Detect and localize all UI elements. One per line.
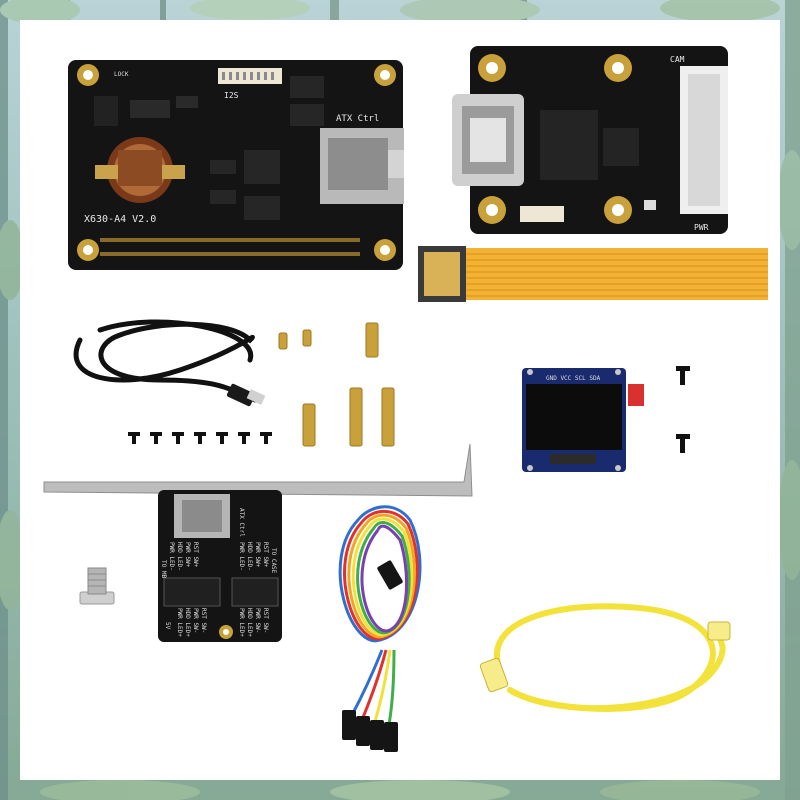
usb-connector <box>226 383 266 407</box>
pcie-col1-d: RST SW+ <box>192 542 199 568</box>
pcie-col2-d: RST SW- <box>200 608 207 633</box>
gpio-header-pins <box>100 238 360 256</box>
pwr-label: PWR <box>694 223 709 232</box>
lock-label: LOCK <box>114 71 129 78</box>
pcie-col2-b: HDD LED+ <box>184 608 191 637</box>
pcie-col4-a: PWR LED+ <box>238 608 245 637</box>
pcie-col1-c: PWR SW+ <box>184 542 191 568</box>
brass-standoffs <box>278 322 395 447</box>
thumb-screw <box>79 567 115 605</box>
board-model-label: X630-A4 V2.0 <box>84 214 156 225</box>
pcie-col4-c: PWR SW- <box>254 608 261 633</box>
atx-ctrl-label: ATX Ctrl <box>336 114 379 124</box>
cam-label: CAM <box>670 55 685 64</box>
pcie-col4-d: RST SW- <box>262 608 269 633</box>
usb-cable <box>73 319 258 403</box>
yellow-ethernet-cable <box>494 603 726 712</box>
pcie-atx-ctrl-label: ATX Ctrl <box>238 508 245 537</box>
to-mb-label: TO MB <box>160 560 167 578</box>
pcie-col1-b: HDD LED- <box>176 542 183 571</box>
pcie-col2-c: PWR SW- <box>192 608 199 633</box>
dupont-connectors <box>342 560 403 752</box>
rainbow-ribbon-cable <box>338 505 422 731</box>
oled-pin-label: GND VCC SCL SDA <box>546 375 601 382</box>
pcie-col4-b: HDD LED+ <box>246 608 253 637</box>
hdmi-csi-adapter-board: CAM PWR <box>452 46 728 234</box>
pcie-col3-c: PWR SW+ <box>254 542 261 568</box>
pcie-col3-a: PWR LED- <box>238 542 245 571</box>
oled-display-module: GND VCC SCL SDA <box>522 368 644 472</box>
atx-control-board: X630-A4 V2.0 I2S ATX Ctrl LOCK <box>68 60 404 270</box>
pcie-bracket-board: ATX Ctrl TO CASE TO MB PWR LED- HDD LED-… <box>43 443 473 642</box>
pcie-col3-d: RST SW+ <box>262 542 269 568</box>
to-case-label: TO CASE <box>270 548 277 574</box>
pcie-col1-a: PWR LED- <box>168 542 175 571</box>
rj45-plugs <box>479 621 731 693</box>
pcie-edge-label: 5V <box>164 622 171 630</box>
small-screws-row <box>128 432 272 444</box>
i2s-label: I2S <box>224 91 239 100</box>
black-screws-right <box>676 366 690 453</box>
pcie-col2-a: PWR LED+ <box>176 608 183 637</box>
pcie-col3-b: HDD LED- <box>246 542 253 571</box>
ffc-ribbon-cable <box>418 246 768 302</box>
